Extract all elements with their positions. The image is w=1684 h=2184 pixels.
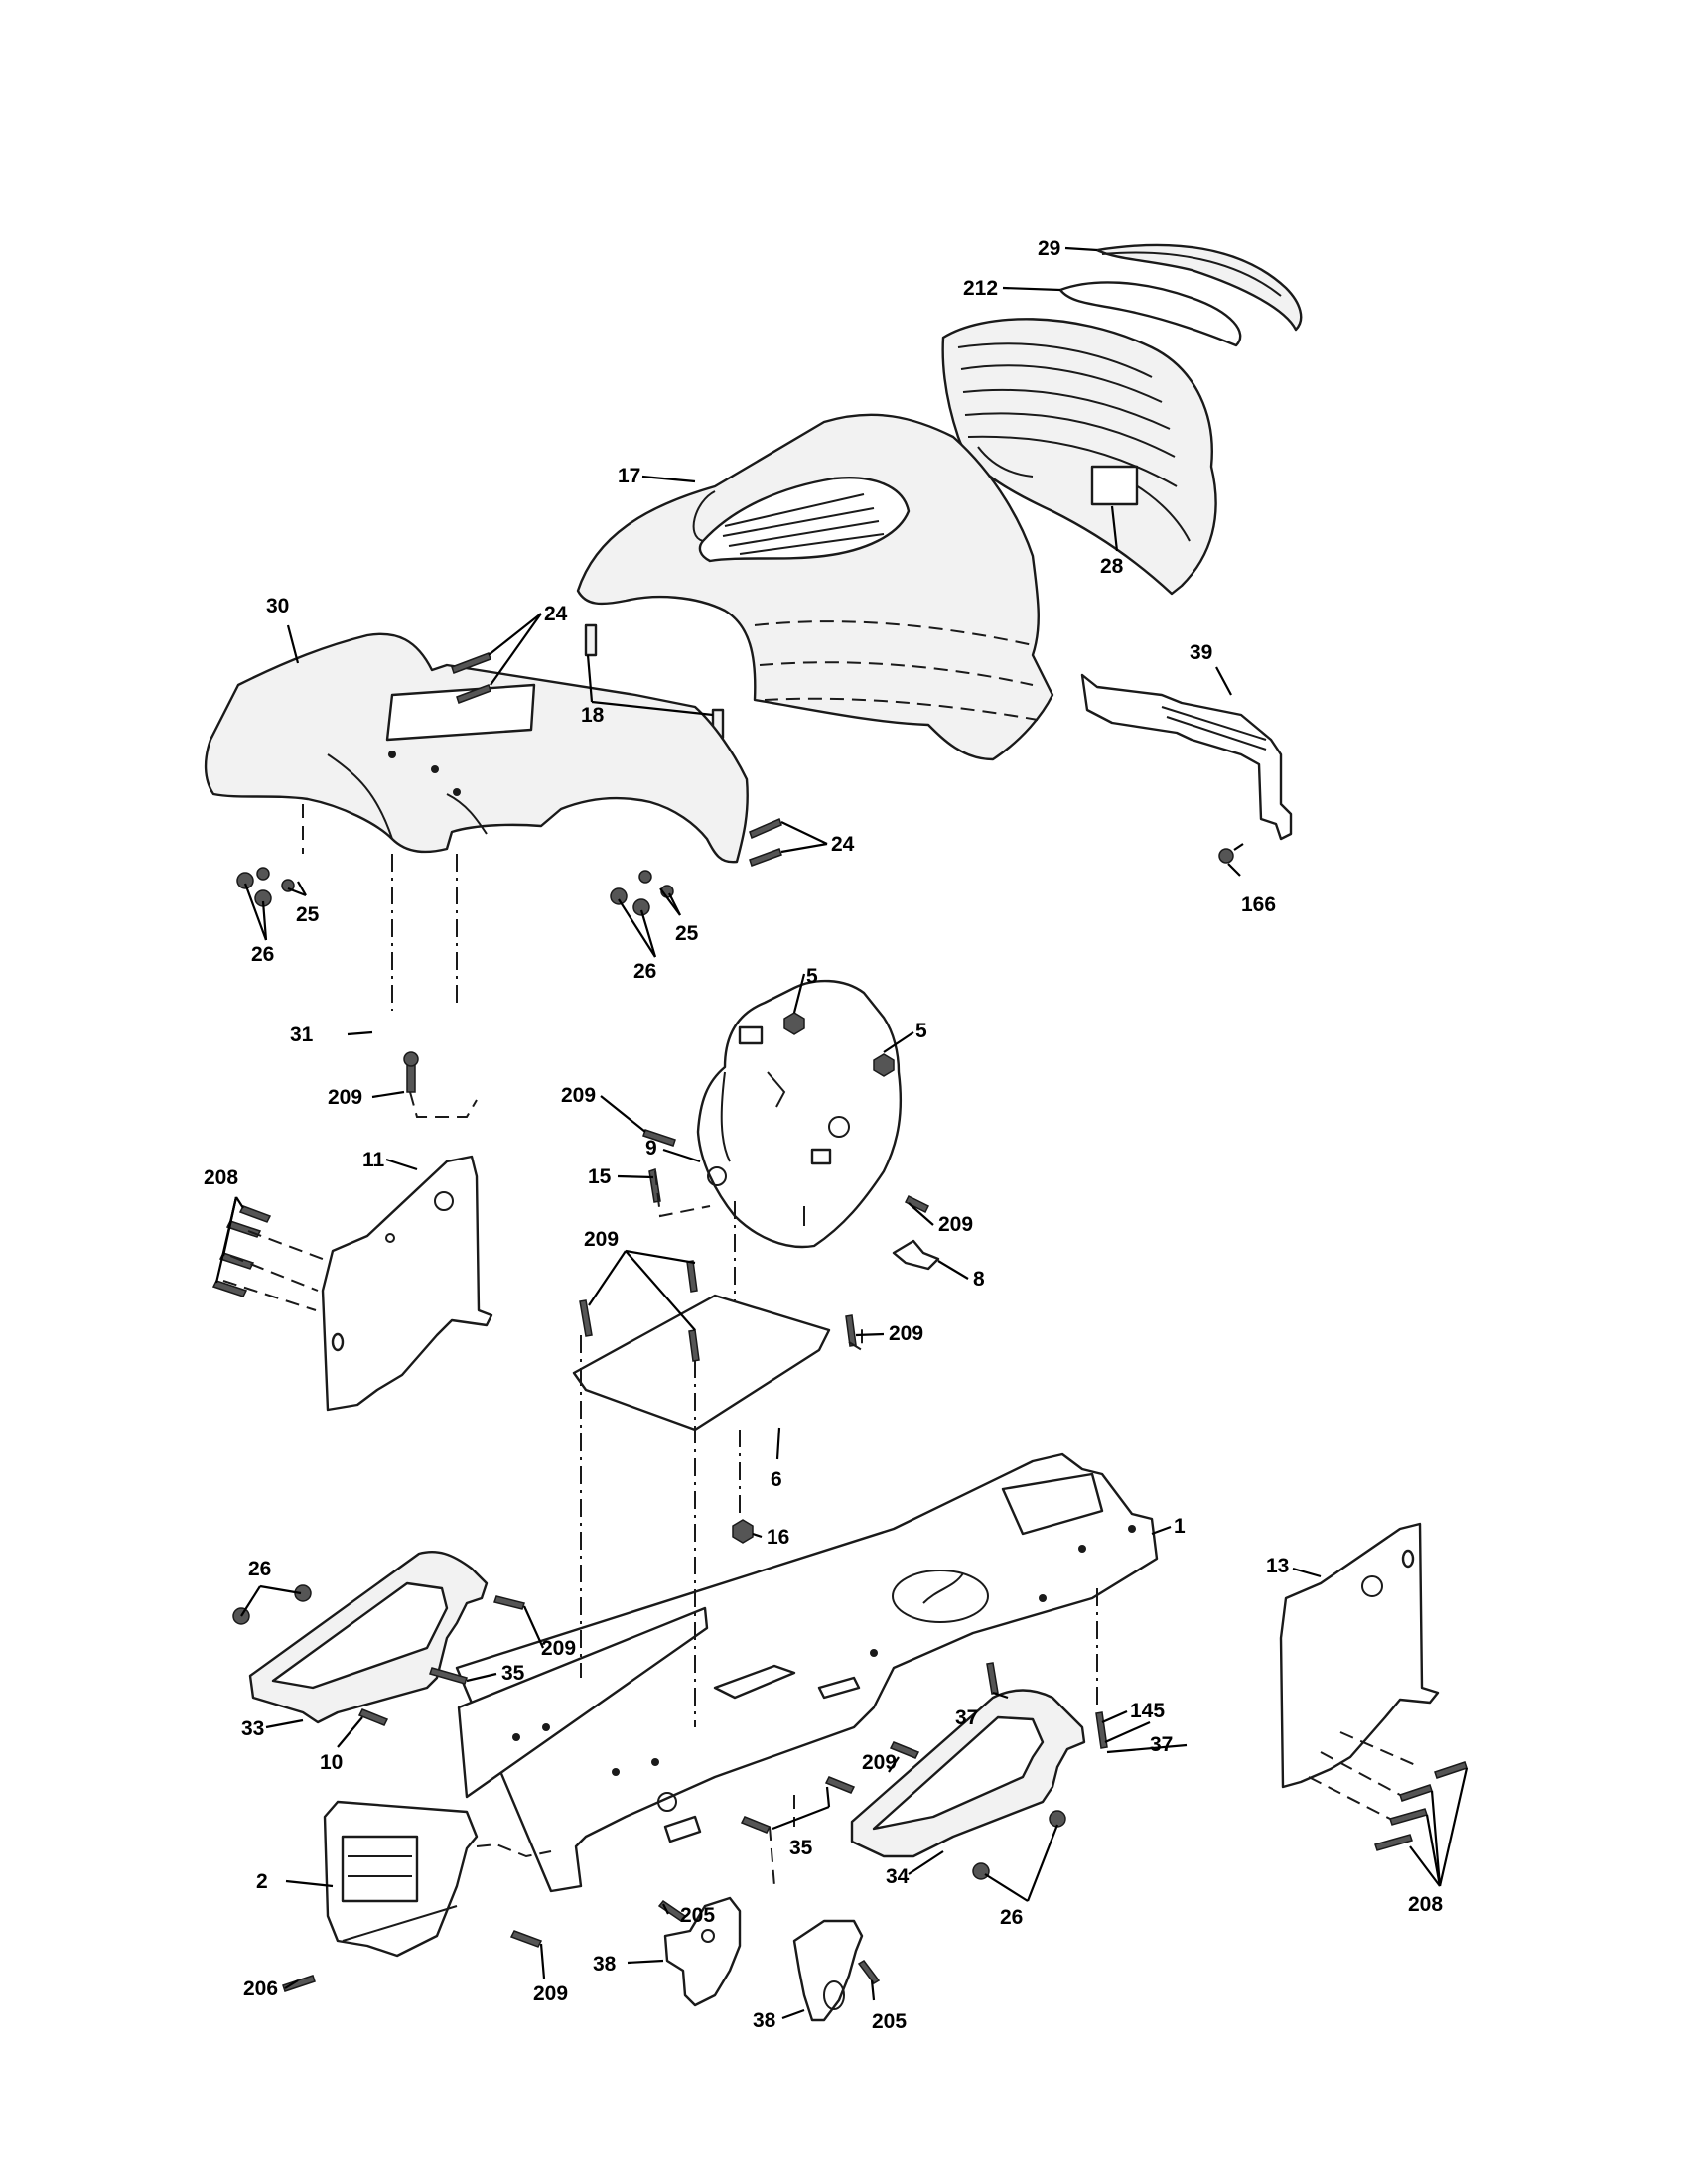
callout-25: 25 <box>296 903 320 926</box>
part-29-trim-strip <box>1095 243 1303 332</box>
callout-38: 38 <box>593 1953 617 1976</box>
part-8-clip <box>892 1239 940 1271</box>
callout-18: 18 <box>581 704 605 727</box>
callout-37: 37 <box>1150 1733 1173 1756</box>
callout-labels: 29 212 17 28 30 24 18 39 24 25 26 25 26 … <box>204 237 1443 2033</box>
callout-26: 26 <box>633 960 656 983</box>
callout-5: 5 <box>915 1020 927 1042</box>
callout-209: 209 <box>584 1228 619 1251</box>
callout-9: 9 <box>645 1137 657 1160</box>
callout-37: 37 <box>955 1706 978 1729</box>
part-212-strip <box>1058 281 1242 347</box>
callout-28: 28 <box>1100 555 1124 578</box>
part-38-bracket-a <box>663 1896 742 2007</box>
callout-29: 29 <box>1038 237 1060 260</box>
part-39-bracket <box>1080 673 1293 841</box>
callout-11: 11 <box>362 1149 385 1171</box>
part-2-front-cover <box>323 1800 479 1958</box>
callout-39: 39 <box>1190 641 1212 664</box>
callout-209: 209 <box>541 1637 576 1660</box>
callout-208: 208 <box>1408 1893 1443 1916</box>
callout-6: 6 <box>771 1468 782 1491</box>
callout-13: 13 <box>1266 1555 1289 1577</box>
part-9-dash-panel <box>696 979 903 1249</box>
callout-26: 26 <box>1000 1906 1023 1929</box>
part-28-grille <box>941 318 1217 596</box>
callout-212: 212 <box>963 277 998 300</box>
callout-10: 10 <box>320 1751 343 1774</box>
callout-35: 35 <box>501 1662 525 1685</box>
callout-26: 26 <box>248 1558 271 1580</box>
callout-209: 209 <box>328 1086 362 1109</box>
callout-31: 31 <box>290 1024 314 1046</box>
callout-8: 8 <box>973 1268 985 1291</box>
callout-1: 1 <box>1174 1515 1186 1538</box>
leader-lines <box>214 246 1469 2020</box>
part-17-hood <box>576 413 1054 761</box>
callout-15: 15 <box>588 1165 612 1188</box>
part-30-fender <box>204 632 749 864</box>
callout-38: 38 <box>753 2009 776 2032</box>
callout-5: 5 <box>806 965 818 988</box>
callout-33: 33 <box>241 1717 264 1740</box>
callout-145: 145 <box>1130 1700 1165 1722</box>
callout-208: 208 <box>204 1166 238 1189</box>
part-33-footrest <box>248 1550 489 1724</box>
part-11-side-panel <box>321 1155 493 1412</box>
callout-209: 209 <box>938 1213 973 1236</box>
callout-205: 205 <box>872 2010 907 2033</box>
callout-34: 34 <box>886 1865 910 1888</box>
part-34-footrest <box>850 1689 1086 1858</box>
callout-30: 30 <box>266 595 289 617</box>
callout-2: 2 <box>256 1870 268 1893</box>
callout-24: 24 <box>544 603 568 625</box>
part-1-frame <box>455 1452 1159 1893</box>
callout-25: 25 <box>675 922 699 945</box>
fasteners <box>211 652 1468 1992</box>
callout-205: 205 <box>680 1904 715 1927</box>
part-38-bracket-b <box>792 1919 864 2022</box>
assembly-lines <box>222 804 1421 1887</box>
callout-206: 206 <box>243 1978 278 2000</box>
callout-209: 209 <box>889 1322 923 1345</box>
callout-24: 24 <box>831 833 855 856</box>
callout-209: 209 <box>533 1982 568 2005</box>
part-5-nuts <box>783 1012 895 1077</box>
callout-16: 16 <box>767 1526 789 1549</box>
part-13-side-panel <box>1279 1522 1440 1789</box>
callout-209: 209 <box>862 1751 897 1774</box>
part-6-plate <box>572 1294 831 1432</box>
callout-35: 35 <box>789 1837 813 1859</box>
part-16-nut <box>732 1519 754 1544</box>
callout-166: 166 <box>1241 893 1276 916</box>
callout-17: 17 <box>618 465 640 487</box>
part-166-screw <box>1218 843 1244 864</box>
callout-209: 209 <box>561 1084 596 1107</box>
callout-26: 26 <box>251 943 274 966</box>
